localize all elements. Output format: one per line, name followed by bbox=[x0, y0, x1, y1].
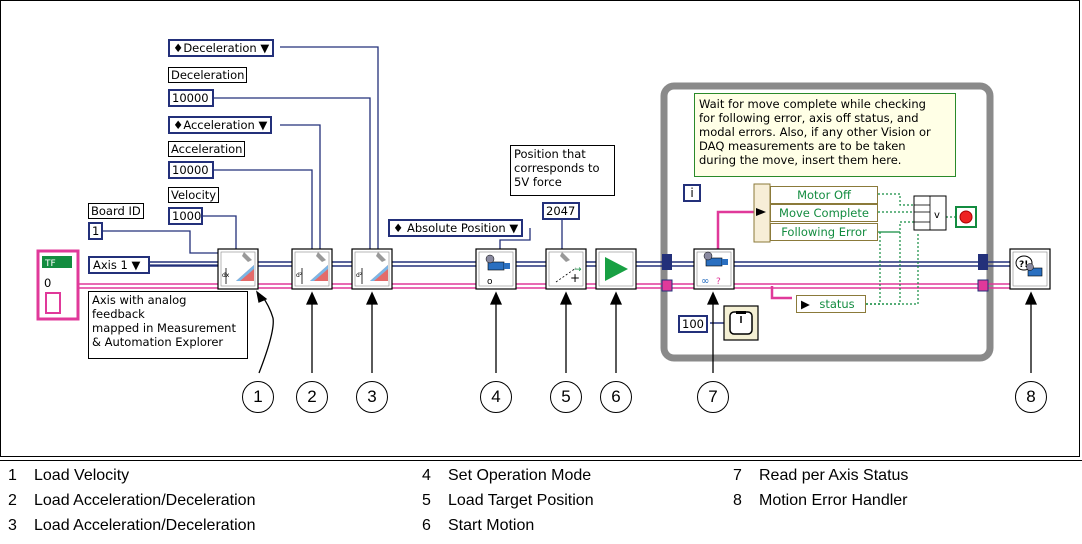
velocity-caption: Velocity bbox=[168, 187, 220, 203]
unbundle-by-name-node bbox=[753, 183, 771, 243]
callout-8: 8 bbox=[1015, 381, 1047, 413]
block-diagram-frame bbox=[0, 0, 1080, 457]
block-diagram-wires: TF dx d² d² o + bbox=[36, 46, 1051, 374]
load-accel-decel-vi-2: d² bbox=[351, 248, 393, 290]
dropdown-arrow-icon: ▼ bbox=[258, 118, 268, 132]
velocity-wire bbox=[203, 215, 237, 249]
callout-7: 7 bbox=[697, 381, 729, 413]
right-error-tunnel bbox=[977, 279, 989, 292]
callout-arrows bbox=[256, 290, 1038, 374]
acceleration-caption: Acceleration bbox=[168, 141, 246, 157]
callout-3: 3 bbox=[356, 381, 388, 413]
deceleration-ring-control[interactable]: ♦Deceleration ▼ bbox=[168, 39, 275, 57]
svg-text:TF: TF bbox=[44, 259, 56, 269]
ring-arrows-icon: ♦ bbox=[393, 221, 404, 235]
status-indicator: ▶status bbox=[796, 295, 866, 313]
left-reference-tunnel bbox=[662, 254, 672, 270]
axis-selector-control[interactable]: Axis 1 ▼ bbox=[88, 256, 150, 274]
svg-text:?!: ?! bbox=[1019, 260, 1028, 270]
dropdown-arrow-icon: ▼ bbox=[260, 41, 270, 55]
move-complete-indicator: Move Complete bbox=[770, 204, 878, 222]
deceleration-value-wire bbox=[214, 97, 371, 249]
boolean-wires bbox=[866, 193, 956, 305]
wait-timeout-constant[interactable]: 100 bbox=[678, 315, 708, 333]
right-reference-tunnel bbox=[978, 254, 988, 270]
start-motion-vi bbox=[595, 248, 637, 290]
while-loop-border bbox=[660, 82, 994, 362]
svg-text:o: o bbox=[487, 277, 493, 287]
dropdown-arrow-icon: ▼ bbox=[131, 258, 141, 272]
svg-text:∞: ∞ bbox=[701, 276, 709, 287]
svg-text:d²: d² bbox=[356, 272, 363, 279]
callout-6: 6 bbox=[600, 381, 632, 413]
ring-arrows-icon: ♦ bbox=[173, 118, 184, 132]
deceleration-caption: Deceleration bbox=[168, 67, 248, 83]
deceleration-mode-wire bbox=[280, 46, 379, 249]
load-target-position-vi: + → bbox=[545, 248, 587, 290]
status-arrow-icon: ▶ bbox=[801, 297, 810, 311]
ring-arrows-icon: ♦ bbox=[173, 41, 184, 55]
acceleration-mode-wire bbox=[280, 124, 321, 249]
callout-5: 5 bbox=[550, 381, 582, 413]
load-accel-decel-vi-1: d² bbox=[291, 248, 333, 290]
axis-note: Axis with analog feedback mapped in Meas… bbox=[88, 291, 248, 359]
set-operation-mode-vi: o bbox=[475, 248, 517, 290]
svg-text:d²: d² bbox=[296, 272, 303, 279]
board-id-wire bbox=[103, 230, 218, 254]
following-error-indicator: Following Error bbox=[770, 223, 878, 241]
left-error-tunnel bbox=[661, 279, 673, 292]
svg-text:?: ? bbox=[716, 277, 721, 287]
loop-comment: Wait for move complete while checking fo… bbox=[694, 93, 956, 177]
svg-text:+: + bbox=[570, 271, 580, 285]
acceleration-value-control[interactable]: 10000 bbox=[168, 161, 214, 179]
deceleration-value-control[interactable]: 10000 bbox=[168, 89, 214, 107]
callout-4: 4 bbox=[480, 381, 512, 413]
error-cluster-wire bbox=[64, 283, 1010, 289]
position-mode-wire bbox=[499, 228, 531, 249]
svg-text:dx: dx bbox=[222, 272, 230, 279]
operation-mode-ring-control[interactable]: ♦ Absolute Position ▼ bbox=[388, 219, 524, 237]
dropdown-arrow-icon: ▼ bbox=[509, 221, 519, 235]
motor-off-indicator: Motor Off bbox=[770, 186, 878, 204]
acceleration-ring-control[interactable]: ♦Acceleration ▼ bbox=[168, 116, 273, 134]
velocity-value-control[interactable]: 1000 bbox=[168, 207, 203, 225]
acceleration-value-wire bbox=[214, 169, 313, 249]
position-note: Position that corresponds to 5V force bbox=[510, 145, 615, 196]
read-per-axis-status-vi: ∞ ? bbox=[693, 248, 735, 290]
load-velocity-vi: dx bbox=[217, 248, 259, 290]
board-id-control[interactable]: 1 bbox=[88, 222, 103, 240]
svg-text:v: v bbox=[934, 210, 940, 221]
compound-or-node: v bbox=[913, 195, 947, 231]
svg-text:→: → bbox=[574, 265, 582, 275]
error-cluster-code: 0 bbox=[44, 276, 52, 290]
target-position-control[interactable]: 2047 bbox=[542, 202, 580, 220]
callout-2: 2 bbox=[296, 381, 328, 413]
wait-timer-node bbox=[723, 305, 759, 341]
motion-error-handler-vi: ?! bbox=[1009, 248, 1051, 290]
loop-iteration-terminal: i bbox=[683, 184, 701, 202]
legend-divider bbox=[0, 460, 1082, 462]
callout-1: 1 bbox=[242, 381, 274, 413]
board-id-caption: Board ID bbox=[88, 203, 144, 219]
loop-stop-terminal bbox=[955, 206, 977, 228]
